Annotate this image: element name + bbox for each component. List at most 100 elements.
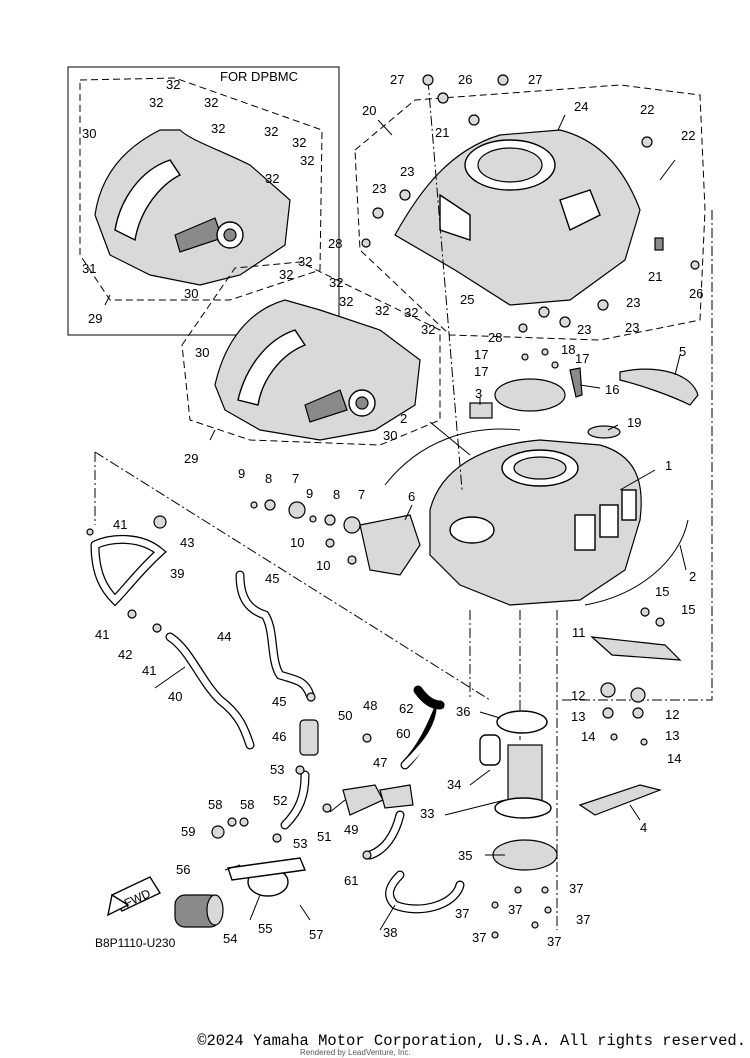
- callout-42: 42: [118, 647, 132, 662]
- callout-5: 5: [679, 344, 686, 359]
- tank-rail-left: [384, 428, 521, 486]
- cover-dashed-outline: [181, 261, 441, 446]
- callout-62: 62: [399, 701, 413, 716]
- plate-3: [469, 402, 493, 419]
- callout-44: 44: [217, 629, 231, 644]
- forward-arrow: FWD: [107, 876, 162, 917]
- callout-32: 32: [404, 305, 418, 320]
- guide-line-2: [94, 451, 491, 701]
- callout-19: 19: [627, 415, 641, 430]
- inset-dashed-outline: [79, 77, 323, 301]
- callout-52: 52: [273, 793, 287, 808]
- callout-43: 43: [180, 535, 194, 550]
- callout-9: 9: [306, 486, 313, 501]
- callout-10: 10: [316, 558, 330, 573]
- callout-32: 32: [279, 267, 293, 282]
- callout-37: 37: [576, 912, 590, 927]
- protector-5: [619, 368, 699, 406]
- guide-line-3: [560, 210, 713, 701]
- callout-56: 56: [176, 862, 190, 877]
- callout-17: 17: [474, 364, 488, 379]
- callout-35: 35: [458, 848, 472, 863]
- callout-13: 13: [571, 709, 585, 724]
- inset-header: FOR DPBMC: [220, 69, 298, 84]
- rear-bracket: [590, 636, 682, 661]
- callout-31: 31: [82, 261, 96, 276]
- callout-15: 15: [655, 584, 669, 599]
- callout-29: 29: [88, 311, 102, 326]
- callout-32: 32: [211, 121, 225, 136]
- callout-2: 2: [689, 569, 696, 584]
- callout-7: 7: [292, 471, 299, 486]
- callout-12: 12: [571, 688, 585, 703]
- callout-26: 26: [458, 72, 472, 87]
- protector-4: [578, 784, 662, 816]
- tank-cover: [214, 299, 421, 441]
- inset-frame: [67, 66, 340, 336]
- callout-20: 20: [362, 103, 376, 118]
- canister: [174, 894, 224, 928]
- callout-32: 32: [298, 254, 312, 269]
- callout-53: 53: [293, 836, 307, 851]
- callout-41: 41: [113, 517, 127, 532]
- callout-21: 21: [648, 269, 662, 284]
- callout-32: 32: [204, 95, 218, 110]
- callout-28: 28: [488, 330, 502, 345]
- callout-27: 27: [528, 72, 542, 87]
- callout-12: 12: [665, 707, 679, 722]
- tank-bracket: [359, 514, 421, 576]
- valve-bracket: [342, 784, 384, 816]
- copyright-notice: ©2024 Yamaha Motor Corporation, U.S.A. A…: [197, 1032, 746, 1050]
- callout-45: 45: [272, 694, 286, 709]
- callout-61: 61: [344, 873, 358, 888]
- callout-8: 8: [333, 487, 340, 502]
- callout-32: 32: [329, 275, 343, 290]
- callout-3: 3: [475, 386, 482, 401]
- callout-17: 17: [474, 347, 488, 362]
- callout-37: 37: [569, 881, 583, 896]
- inset-tank-cover: [94, 129, 291, 286]
- leader-lines: [104, 114, 687, 931]
- callout-32: 32: [264, 124, 278, 139]
- callout-37: 37: [455, 906, 469, 921]
- rendered-by-note: Rendered by LeadVenture, Inc.: [300, 1048, 411, 1057]
- callout-21: 21: [435, 125, 449, 140]
- callout-27: 27: [390, 72, 404, 87]
- callout-32: 32: [292, 135, 306, 150]
- callout-32: 32: [339, 294, 353, 309]
- callout-4: 4: [640, 820, 647, 835]
- callout-47: 47: [373, 755, 387, 770]
- callout-30: 30: [195, 345, 209, 360]
- diagram-code: B8P1110-U230: [95, 936, 176, 950]
- callout-7: 7: [358, 487, 365, 502]
- callout-9: 9: [238, 466, 245, 481]
- callout-55: 55: [258, 921, 272, 936]
- callout-57: 57: [309, 927, 323, 942]
- callout-32: 32: [421, 322, 435, 337]
- callout-10: 10: [290, 535, 304, 550]
- callout-23: 23: [400, 164, 414, 179]
- fuel-tank: [429, 439, 642, 606]
- callout-24: 24: [574, 99, 588, 114]
- callout-23: 23: [372, 181, 386, 196]
- callout-18: 18: [561, 342, 575, 357]
- upper-cover-outline: [354, 84, 706, 341]
- callout-59: 59: [181, 824, 195, 839]
- key-16: [569, 367, 583, 398]
- callout-30: 30: [383, 428, 397, 443]
- callout-14: 14: [667, 751, 681, 766]
- callout-17: 17: [575, 351, 589, 366]
- callouts: 1 2 2 3 4 5 6 7 7 8 8 9 9 10 10 11 12 12…: [82, 72, 703, 949]
- callout-34: 34: [447, 777, 461, 792]
- callout-11: 11: [572, 625, 586, 640]
- upper-tank-cover: [394, 129, 641, 306]
- callout-23: 23: [625, 320, 639, 335]
- callout-16: 16: [605, 382, 619, 397]
- callout-30: 30: [82, 126, 96, 141]
- callout-49: 49: [344, 822, 358, 837]
- pump-seal-36: [496, 710, 548, 734]
- callout-25: 25: [460, 292, 474, 307]
- callout-15: 15: [681, 602, 695, 617]
- callout-14: 14: [581, 729, 595, 744]
